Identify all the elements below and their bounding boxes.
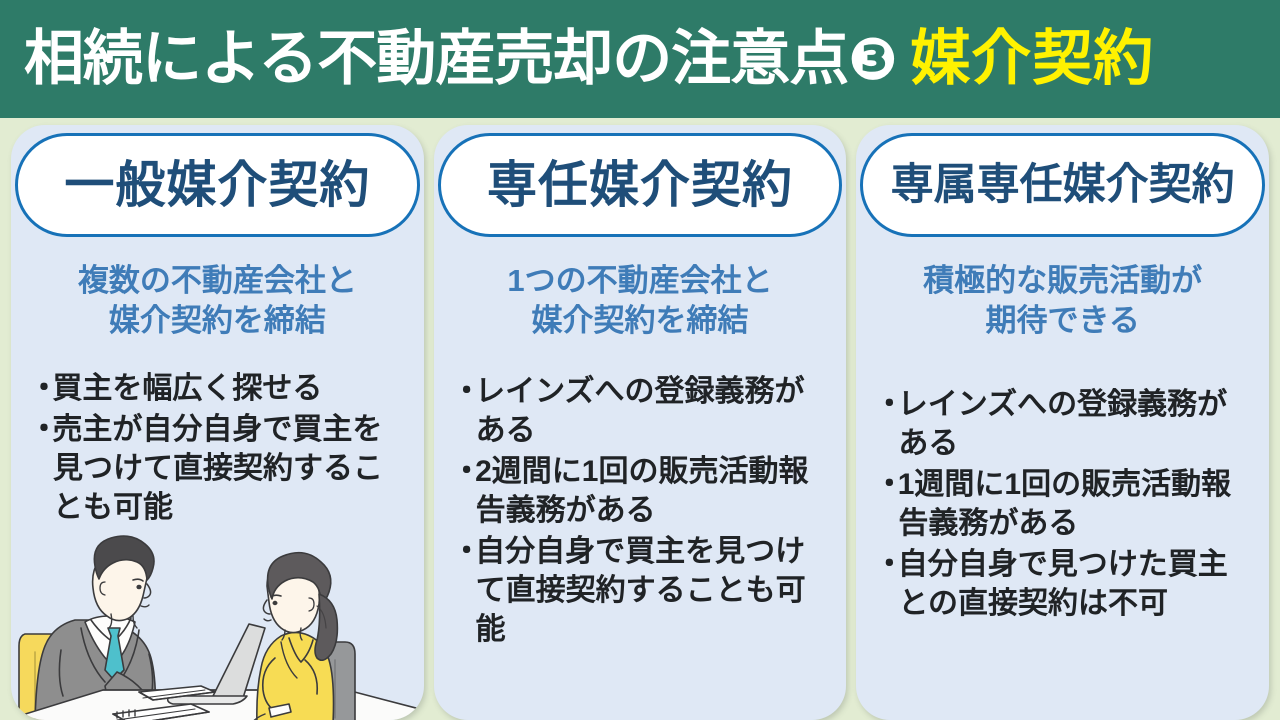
card-title-pill: 一般媒介契約 (15, 133, 420, 237)
list-item: ・ 自分自身で買主を見つけて直接契約することも可能 (452, 532, 835, 649)
bullet-text: レインズへの登録義務がある (475, 375, 805, 447)
bullet-marker-icon: ・ (874, 548, 905, 581)
bullet-marker-icon: ・ (451, 455, 482, 488)
bullet-marker-icon: ・ (451, 375, 482, 408)
woman-cuff (268, 703, 292, 718)
card-exclusive-right-to-sell: 専属専任媒介契約 積極的な販売活動が 期待できる ・ レインズへの登録義務がある… (856, 125, 1270, 720)
bullet-marker-icon: ・ (29, 372, 59, 405)
notebook-stack-upper (138, 685, 216, 701)
page-title-main: 相続による不動産売却の注意点 (24, 25, 849, 92)
bullet-text: 自分自身で見つけた買主との直接契約は不可 (897, 548, 1228, 620)
woman-ponytail (314, 593, 339, 662)
bullet-text: レインズへの登録義務がある (897, 388, 1228, 460)
list-item: ・ 2週間に1回の販売活動報告義務がある (452, 452, 835, 530)
woman-hair (266, 551, 332, 605)
card-subtitle: 1つの不動産会社と 媒介契約を締結 (507, 263, 773, 338)
bullet-text: 自分自身で買主を見つけて直接契約することも可能 (475, 535, 806, 646)
bullet-marker-icon: ・ (874, 468, 905, 501)
woman-top (256, 631, 335, 720)
man-suit (34, 619, 157, 720)
laptop-screen (212, 623, 266, 699)
man-shirt (84, 615, 136, 667)
page-title-accent: 媒介契約 (910, 25, 1155, 92)
man-hand (124, 697, 166, 717)
bullet-marker-icon: ・ (874, 388, 905, 421)
bullet-marker-icon: ・ (451, 535, 482, 568)
man-face (91, 551, 149, 622)
list-item: ・ 買主を幅広く探せる (29, 369, 412, 408)
list-item: ・ レインズへの登録義務がある (452, 372, 835, 450)
card-bullet-list: ・ 買主を幅広く探せる ・ 売主が自分自身で買主を見つけて直接契約することも可能 (29, 369, 412, 529)
card-subtitle: 複数の不動産会社と 媒介契約を締結 (77, 263, 357, 338)
card-title-label: 一般媒介契約 (64, 157, 371, 213)
card-subtitle: 積極的な販売活動が 期待できる (923, 263, 1203, 338)
bullet-text: 買主を幅広く探せる (52, 372, 323, 405)
page-title-number: ❸ (848, 27, 897, 92)
card-title-label: 専任媒介契約 (487, 157, 793, 213)
man-hair (93, 535, 155, 581)
card-bullet-list: ・ レインズへの登録義務がある ・ 2週間に1回の販売活動報告義務がある ・ 自… (452, 372, 835, 651)
card-title-label: 専属専任媒介契約 (890, 160, 1235, 209)
card-bullet-list: ・ レインズへの登録義務がある ・ 1週間に1回の販売活動報告義務がある ・ 自… (874, 385, 1257, 625)
woman-chair (314, 641, 356, 720)
card-general-brokerage: 一般媒介契約 複数の不動産会社と 媒介契約を締結 ・ 買主を幅広く探せる ・ 売… (11, 125, 424, 720)
contract-type-card-grid: 一般媒介契約 複数の不動産会社と 媒介契約を締結 ・ 買主を幅広く探せる ・ 売… (0, 125, 1280, 720)
man-tie (104, 627, 125, 681)
bullet-text: 2週間に1回の販売活動報告義務がある (475, 455, 809, 527)
meeting-illustration (13, 535, 424, 720)
list-item: ・ 1週間に1回の販売活動報告義務がある (874, 465, 1257, 543)
list-item: ・ レインズへの登録義務がある (874, 385, 1257, 463)
list-item: ・ 売主が自分自身で買主を見つけて直接契約することも可能 (29, 410, 412, 527)
bullet-marker-icon: ・ (29, 413, 59, 446)
bullet-text: 1週間に1回の販売活動報告義務がある (897, 468, 1232, 540)
card-title-pill: 専任媒介契約 (437, 133, 843, 237)
bullet-text: 売主が自分自身で買主を見つけて直接契約することも可能 (52, 413, 383, 524)
list-item: ・ 自分自身で見つけた買主との直接契約は不可 (874, 545, 1257, 623)
desk (13, 689, 424, 720)
woman-face (266, 563, 321, 634)
card-title-pill: 専属専任媒介契約 (860, 133, 1266, 237)
laptop-base (166, 695, 248, 705)
notebook-stack-lower (112, 703, 210, 720)
man-chair (18, 633, 76, 720)
card-exclusive-brokerage: 専任媒介契約 1つの不動産会社と 媒介契約を締結 ・ レインズへの登録義務がある… (433, 125, 847, 720)
